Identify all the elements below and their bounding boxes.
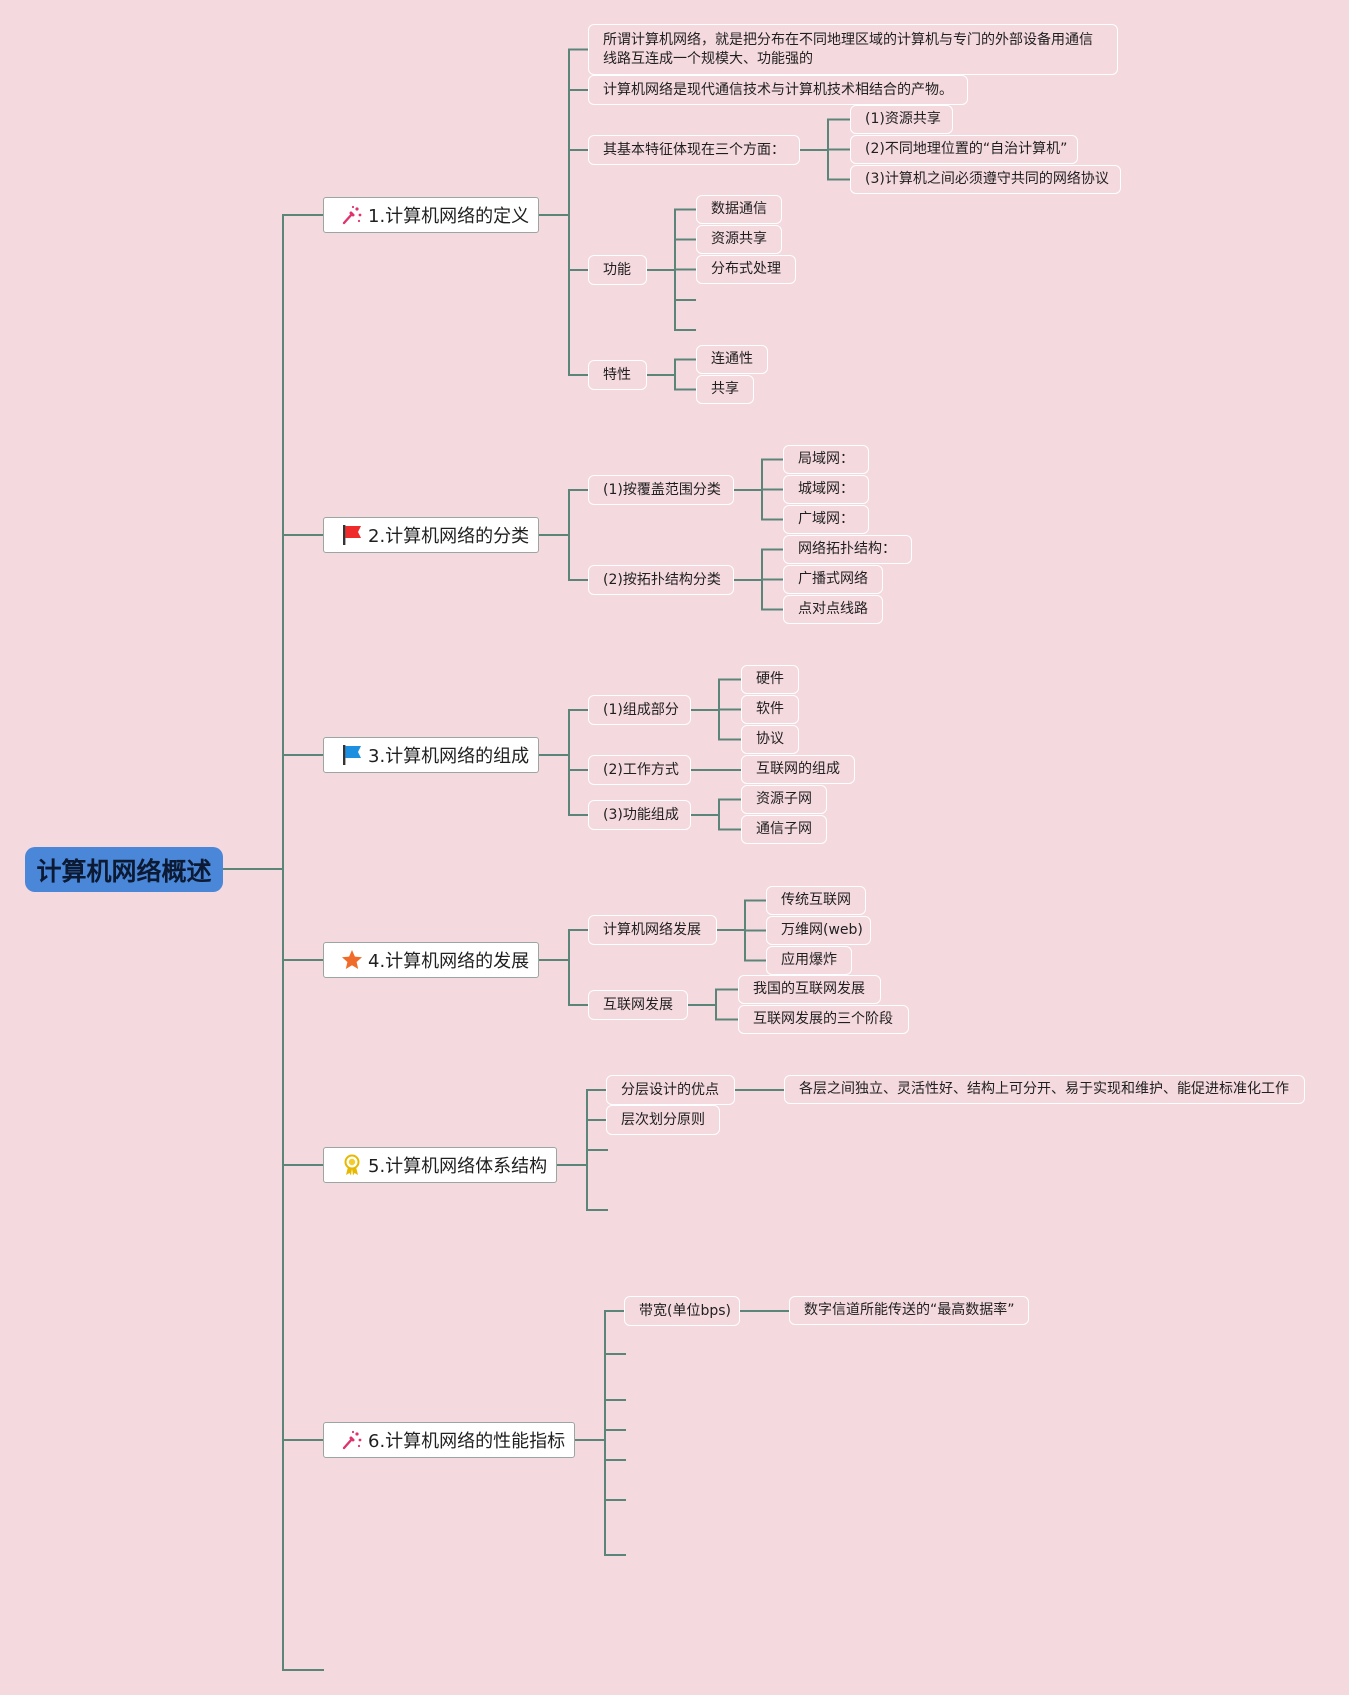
- section-topic-1[interactable]: 1.计算机网络的定义: [323, 197, 539, 233]
- branch-node[interactable]: (3)功能组成: [588, 800, 691, 830]
- section-topic-5[interactable]: 5.计算机网络体系结构: [323, 1147, 557, 1183]
- branch-node[interactable]: 层次划分原则: [606, 1105, 720, 1135]
- leaf-node[interactable]: 数据通信: [696, 195, 782, 224]
- section-topic-4[interactable]: 4.计算机网络的发展: [323, 942, 539, 978]
- leaf-node[interactable]: 传统互联网: [766, 886, 866, 915]
- branch-node[interactable]: 分层设计的优点: [606, 1075, 735, 1105]
- root-topic[interactable]: 计算机网络概述: [25, 847, 223, 892]
- leaf-node[interactable]: 局域网：: [783, 445, 869, 474]
- blue-flag-icon: [340, 744, 364, 766]
- leaf-node[interactable]: 资源子网: [741, 785, 827, 814]
- leaf-node[interactable]: 连通性: [696, 345, 768, 374]
- branch-node[interactable]: (2)工作方式: [588, 755, 691, 785]
- section-label: 1.计算机网络的定义: [368, 206, 530, 227]
- section-label: 5.计算机网络体系结构: [368, 1156, 548, 1177]
- leaf-node[interactable]: 共享: [696, 375, 754, 404]
- branch-node[interactable]: (2)按拓扑结构分类: [588, 565, 734, 595]
- sparkle-icon: [340, 1429, 364, 1451]
- branch-node[interactable]: 带宽(单位bps): [624, 1296, 740, 1326]
- leaf-node[interactable]: 分布式处理: [696, 255, 796, 284]
- leaf-node[interactable]: 数字信道所能传送的“最高数据率”: [789, 1296, 1029, 1325]
- branch-node[interactable]: 计算机网络是现代通信技术与计算机技术相结合的产物。: [588, 75, 968, 105]
- branch-node[interactable]: 其基本特征体现在三个方面：: [588, 135, 800, 165]
- section-topic-3[interactable]: 3.计算机网络的组成: [323, 737, 539, 773]
- leaf-node[interactable]: 各层之间独立、灵活性好、结构上可分开、易于实现和维护、能促进标准化工作: [784, 1075, 1305, 1104]
- leaf-node[interactable]: 硬件: [741, 665, 799, 694]
- leaf-node[interactable]: 协议: [741, 725, 799, 754]
- leaf-node[interactable]: 城域网：: [783, 475, 869, 504]
- section-label: 6.计算机网络的性能指标: [368, 1431, 566, 1452]
- leaf-node[interactable]: (3)计算机之间必须遵守共同的网络协议: [850, 165, 1121, 194]
- branch-node[interactable]: 互联网发展: [588, 990, 688, 1020]
- award-icon: [340, 1154, 364, 1176]
- branch-node[interactable]: 功能: [588, 255, 647, 285]
- leaf-node[interactable]: 互联网发展的三个阶段: [738, 1005, 909, 1034]
- leaf-node[interactable]: 点对点线路: [783, 595, 883, 624]
- leaf-node[interactable]: (1)资源共享: [850, 105, 953, 134]
- branch-node[interactable]: (1)按覆盖范围分类: [588, 475, 734, 505]
- section-label: 3.计算机网络的组成: [368, 746, 530, 767]
- star-icon: [340, 949, 364, 971]
- leaf-node[interactable]: 资源共享: [696, 225, 782, 254]
- leaf-node[interactable]: (2)不同地理位置的“自治计算机”: [850, 135, 1078, 164]
- leaf-node[interactable]: 网络拓扑结构：: [783, 535, 912, 564]
- section-label: 2.计算机网络的分类: [368, 526, 530, 547]
- leaf-node[interactable]: 通信子网: [741, 815, 827, 844]
- section-label: 4.计算机网络的发展: [368, 951, 530, 972]
- leaf-node[interactable]: 万维网(web): [766, 916, 871, 945]
- branch-node[interactable]: 所谓计算机网络，就是把分布在不同地理区域的计算机与专门的外部设备用通信线路互连成…: [588, 24, 1118, 75]
- leaf-node[interactable]: 广域网：: [783, 505, 869, 534]
- branch-node[interactable]: 计算机网络发展: [588, 915, 717, 945]
- leaf-node[interactable]: 广播式网络: [783, 565, 883, 594]
- leaf-node[interactable]: 我国的互联网发展: [738, 975, 881, 1004]
- branch-node[interactable]: (1)组成部分: [588, 695, 691, 725]
- section-topic-6[interactable]: 6.计算机网络的性能指标: [323, 1422, 575, 1458]
- leaf-node[interactable]: 软件: [741, 695, 799, 724]
- leaf-node[interactable]: 互联网的组成: [741, 755, 855, 784]
- branch-node[interactable]: 特性: [588, 360, 647, 390]
- sparkle-icon: [340, 204, 364, 226]
- leaf-node[interactable]: 应用爆炸: [766, 946, 852, 975]
- section-topic-2[interactable]: 2.计算机网络的分类: [323, 517, 539, 553]
- red-flag-icon: [340, 524, 364, 546]
